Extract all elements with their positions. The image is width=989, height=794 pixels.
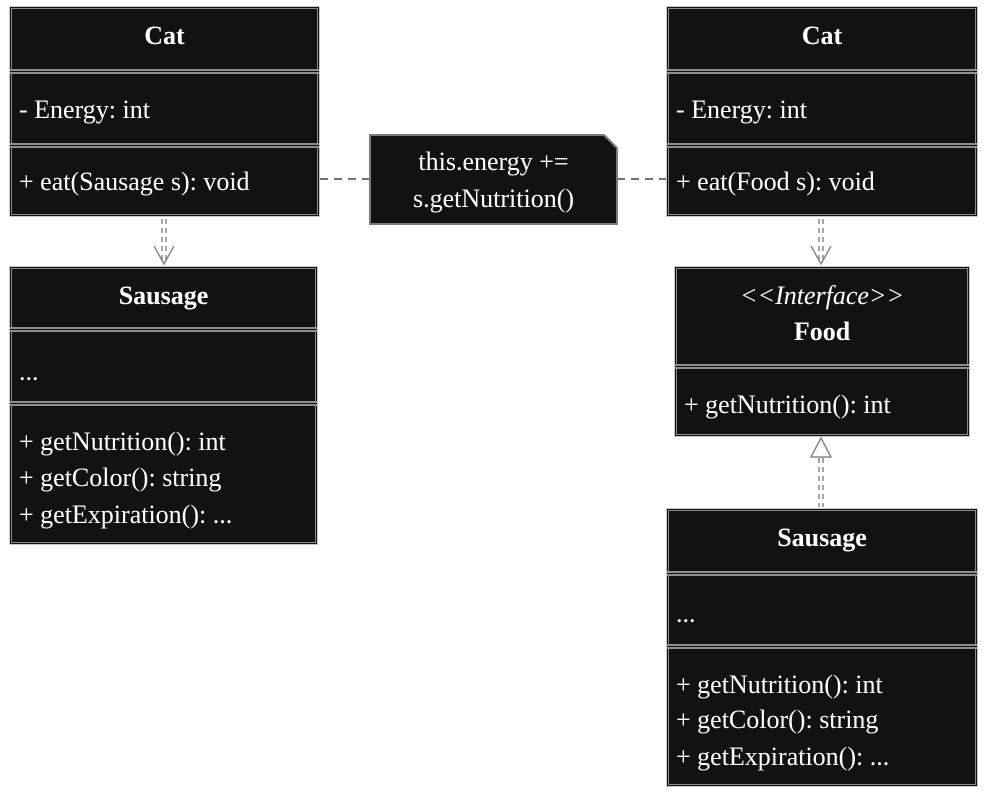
method-row: + eat(Sausage s): void (19, 167, 250, 196)
class-sausage-left: Sausage ... + getNutrition(): int + getC… (9, 266, 318, 545)
class-cat-right: Cat - Energy: int + eat(Food s): void (666, 6, 978, 217)
attribute-row: - Energy: int (19, 95, 150, 124)
note-line: s.getNutrition() (412, 184, 575, 213)
dependency-arrow-left (153, 219, 175, 266)
compartment-divider (675, 364, 969, 369)
method-row: + getNutrition(): int (676, 670, 883, 699)
method-row: + getExpiration(): ... (19, 500, 233, 529)
class-name: Sausage (777, 523, 867, 552)
method-row: + getNutrition(): int (19, 427, 226, 456)
class-name: Food (793, 317, 851, 346)
realization-arrow (809, 436, 833, 507)
attribute-row: ... (676, 599, 696, 628)
class-name: Cat (801, 21, 843, 50)
note-line: this.energy += (418, 147, 569, 176)
compartment-divider (10, 69, 319, 74)
compartment-divider (667, 69, 977, 74)
attribute-row: ... (19, 357, 39, 386)
class-name: Sausage (118, 281, 209, 310)
method-row: + getColor(): string (676, 705, 879, 734)
class-sausage-right: Sausage ... + getNutrition(): int + getC… (666, 508, 978, 787)
compartment-divider (667, 143, 977, 148)
compartment-divider (10, 327, 317, 332)
note-folded-corner (578, 134, 618, 148)
code-note: this.energy += s.getNutrition() (369, 134, 618, 225)
compartment-divider (10, 401, 317, 406)
class-cat-left: Cat - Energy: int + eat(Sausage s): void (9, 6, 320, 217)
method-row: + eat(Food s): void (676, 167, 875, 196)
compartment-divider (667, 644, 977, 649)
method-row: + getExpiration(): ... (676, 742, 890, 771)
attribute-row: - Energy: int (676, 95, 807, 124)
class-name: Cat (144, 21, 185, 50)
compartment-divider (667, 571, 977, 576)
compartment-divider (10, 143, 319, 148)
dependency-arrow-right (810, 219, 832, 266)
stereotype-label: <<Interface>> (739, 281, 905, 310)
method-row: + getNutrition(): int (684, 390, 891, 419)
interface-food: <<Interface>> Food + getNutrition(): int (674, 266, 970, 437)
method-row: + getColor(): string (19, 463, 222, 492)
